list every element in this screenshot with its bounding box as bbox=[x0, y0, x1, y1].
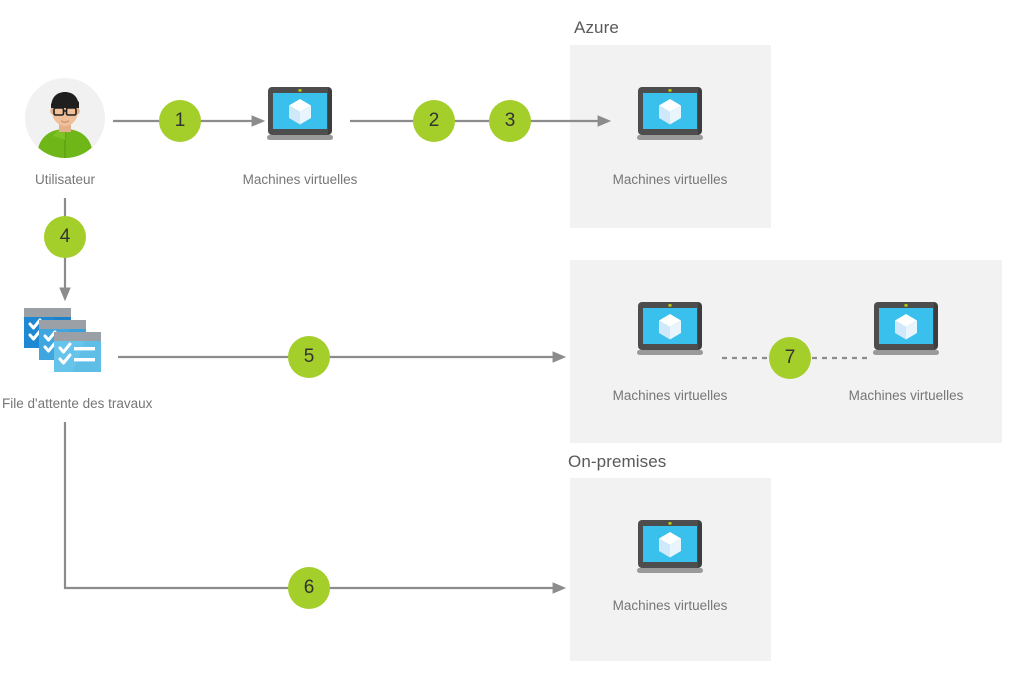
step-badge-1: 1 bbox=[159, 100, 201, 142]
node-label-job-queue: File d'attente des travaux bbox=[2, 396, 153, 411]
step-badge-3: 3 bbox=[489, 100, 531, 142]
avatar bbox=[25, 78, 105, 158]
virtual-machine-icon bbox=[870, 300, 942, 366]
step-badge-2: 2 bbox=[413, 100, 455, 142]
virtual-machine-icon bbox=[634, 300, 706, 366]
job-queue-icon bbox=[22, 306, 107, 374]
zone-label-onpremises: On-premises bbox=[568, 452, 667, 471]
node-label-vm-pool-left: Machines virtuelles bbox=[612, 388, 728, 403]
step-badge-6: 6 bbox=[288, 567, 330, 609]
virtual-machine-icon bbox=[634, 85, 706, 151]
virtual-machine-icon bbox=[264, 85, 336, 151]
step-badge-5: 5 bbox=[288, 336, 330, 378]
node-label-vm-local: Machines virtuelles bbox=[242, 172, 358, 187]
step-badge-7: 7 bbox=[769, 337, 811, 379]
zone-label-azure: Azure bbox=[574, 18, 619, 37]
node-label-vm-pool-right: Machines virtuelles bbox=[848, 388, 964, 403]
arrow-job-queue-to-onpremises bbox=[63, 422, 567, 594]
virtual-machine-icon bbox=[634, 518, 706, 584]
node-label-vm-onpremises: Machines virtuelles bbox=[612, 598, 728, 613]
step-badge-4: 4 bbox=[44, 216, 86, 258]
node-label-user: Utilisateur bbox=[34, 172, 96, 187]
node-label-vm-azure: Machines virtuelles bbox=[612, 172, 728, 187]
